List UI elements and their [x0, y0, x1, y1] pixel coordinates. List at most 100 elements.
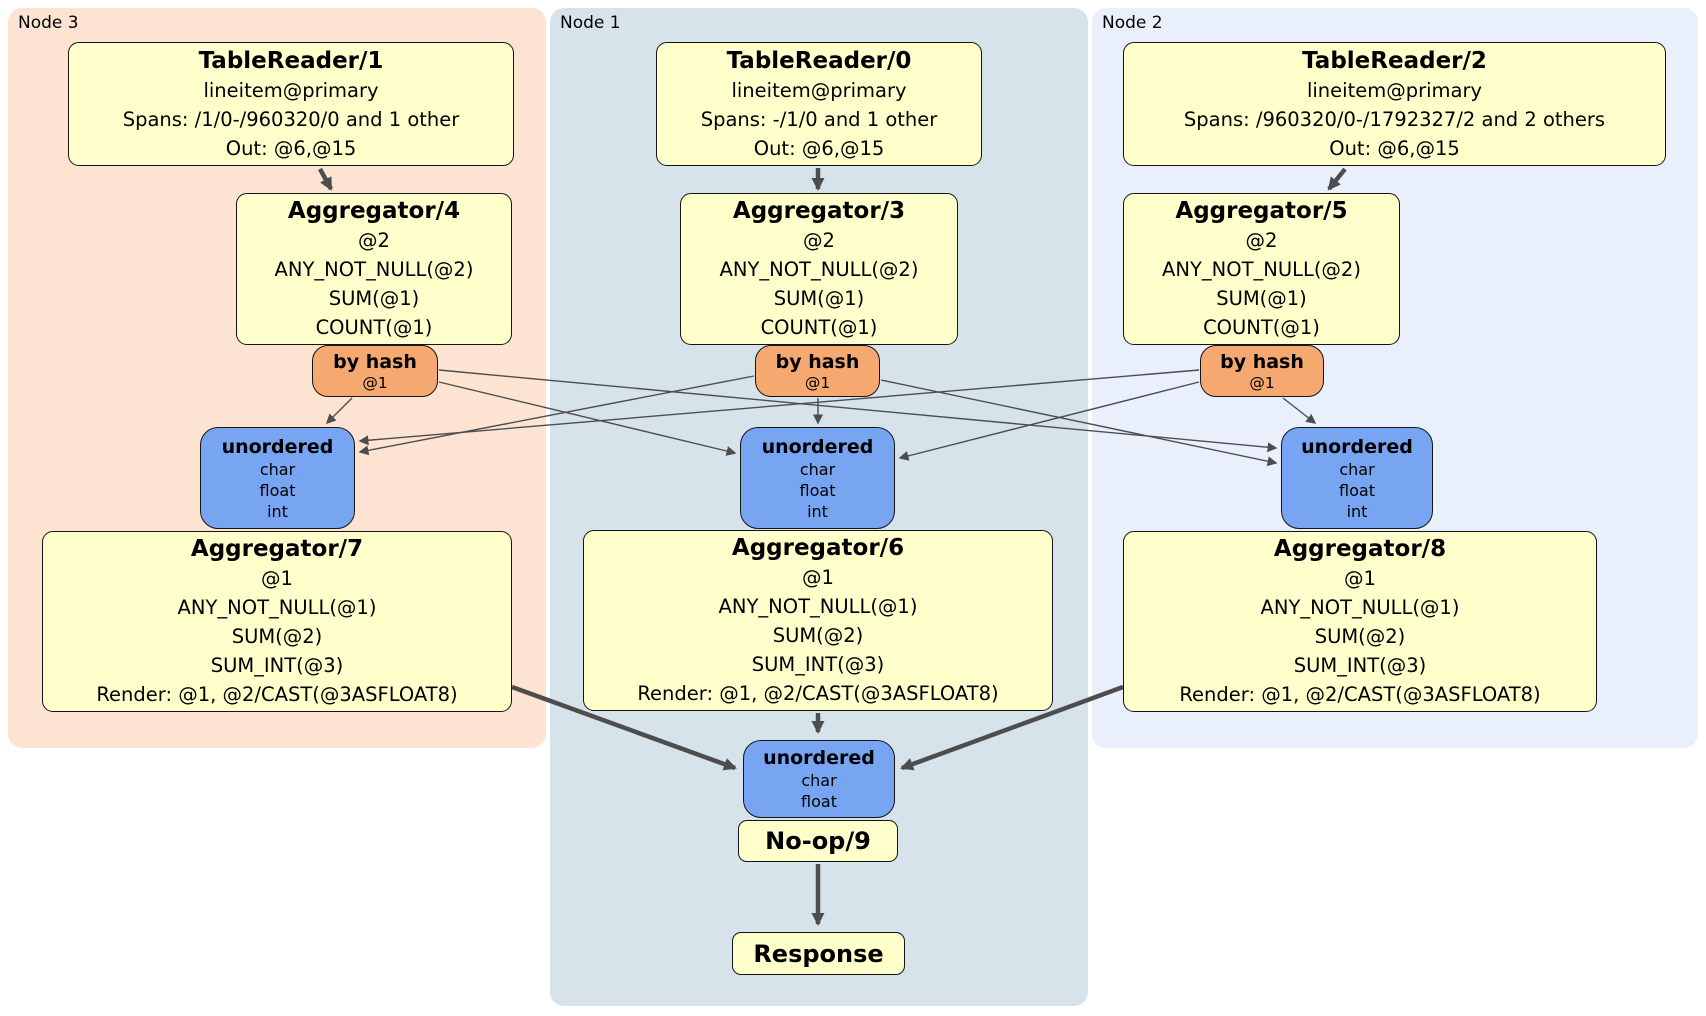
box-line: SUM(@1): [1216, 287, 1307, 310]
unordered-sync-node2: unordered char float int: [1281, 427, 1433, 529]
box-line: @2: [1245, 229, 1278, 252]
noop-box: No-op/9: [738, 820, 898, 862]
box-line: char: [801, 771, 837, 790]
hash-router-title: by hash: [775, 350, 860, 373]
hash-router-title: by hash: [1220, 350, 1304, 373]
aggregator-7-box: Aggregator/7 @1 ANY_NOT_NULL(@1) SUM(@2)…: [42, 531, 512, 712]
box-line: lineitem@primary: [1306, 78, 1483, 102]
box-line: float: [1339, 480, 1375, 500]
table-reader-1-title: TableReader/1: [198, 47, 384, 74]
unordered-sync-node3: unordered char float int: [200, 427, 355, 529]
edge-agg7-finalsync: [511, 684, 737, 771]
aggregator-6-box: Aggregator/6 @1 ANY_NOT_NULL(@1) SUM(@2)…: [583, 530, 1053, 711]
box-line: @1: [362, 373, 388, 392]
aggregator-5-title: Aggregator/5: [1175, 198, 1348, 224]
unordered-sync-title: unordered: [221, 435, 334, 458]
box-line: lineitem@primary: [731, 78, 907, 102]
node-group-2-label: Node 2: [1102, 13, 1163, 33]
unordered-sync-title: unordered: [1301, 435, 1413, 458]
unordered-sync-title: unordered: [761, 435, 874, 458]
edge-agg8-finalsync: [900, 684, 1124, 771]
aggregator-5-box: Aggregator/5 @2 ANY_NOT_NULL(@2) SUM(@1)…: [1123, 193, 1400, 345]
box-line: COUNT(@1): [315, 316, 433, 339]
node-group-1-label: Node 1: [560, 13, 621, 33]
box-line: ANY_NOT_NULL(@2): [1162, 258, 1361, 281]
box-line: COUNT(@1): [1203, 316, 1320, 339]
box-line: char: [259, 459, 296, 479]
box-line: char: [799, 459, 836, 479]
aggregator-4-box: Aggregator/4 @2 ANY_NOT_NULL(@2) SUM(@1)…: [236, 193, 512, 345]
box-line: Spans: /1/0-/960320/0 and 1 other: [122, 107, 460, 131]
hash-router-node3: by hash @1: [312, 345, 438, 397]
edge-tr1-agg4: [318, 167, 333, 191]
response-box: Response: [732, 932, 905, 975]
table-reader-0-box: TableReader/0 lineitem@primary Spans: -/…: [656, 42, 982, 166]
box-line: @1: [261, 567, 293, 590]
table-reader-1-box: TableReader/1 lineitem@primary Spans: /1…: [68, 42, 514, 166]
box-line: @1: [1344, 567, 1376, 590]
aggregator-3-box: Aggregator/3 @2 ANY_NOT_NULL(@2) SUM(@1)…: [680, 193, 958, 345]
box-line: Render: @1, @2/CAST(@3ASFLOAT8): [637, 682, 999, 705]
edge-hash3-sync1: [438, 381, 737, 456]
box-line: @2: [358, 229, 390, 252]
aggregator-3-title: Aggregator/3: [732, 198, 906, 224]
box-line: SUM_INT(@3): [1293, 654, 1427, 677]
aggregator-8-title: Aggregator/8: [1273, 536, 1447, 562]
box-line: SUM(@2): [1314, 625, 1406, 648]
box-line: SUM_INT(@3): [751, 653, 885, 676]
unordered-sync-node1: unordered char float int: [740, 427, 895, 529]
box-line: Spans: -/1/0 and 1 other: [700, 107, 938, 131]
table-reader-2-title: TableReader/2: [1302, 47, 1487, 74]
box-line: Render: @1, @2/CAST(@3ASFLOAT8): [1179, 683, 1541, 706]
box-line: @2: [803, 229, 835, 252]
box-line: ANY_NOT_NULL(@1): [718, 595, 918, 618]
unordered-sync-title: unordered: [763, 747, 875, 769]
box-line: SUM(@2): [231, 625, 323, 648]
node-group-3-label: Node 3: [18, 13, 79, 33]
box-line: Out: @6,@15: [753, 136, 885, 160]
aggregator-6-title: Aggregator/6: [731, 535, 905, 561]
box-line: COUNT(@1): [760, 316, 878, 339]
box-line: @1: [802, 566, 834, 589]
box-line: @1: [804, 373, 831, 392]
box-line: Spans: /960320/0-/1792327/2 and 2 others: [1183, 107, 1606, 131]
box-line: int: [267, 501, 288, 521]
hash-router-node2: by hash @1: [1200, 345, 1324, 397]
box-line: lineitem@primary: [203, 78, 379, 102]
box-line: ANY_NOT_NULL(@1): [1260, 596, 1460, 619]
box-line: @1: [1249, 373, 1275, 392]
noop-title: No-op/9: [765, 827, 871, 855]
hash-router-node1: by hash @1: [755, 345, 880, 397]
box-line: SUM_INT(@3): [210, 654, 344, 677]
box-line: Out: @6,@15: [225, 136, 357, 160]
box-line: ANY_NOT_NULL(@2): [719, 258, 919, 281]
box-line: float: [259, 480, 296, 500]
box-line: Render: @1, @2/CAST(@3ASFLOAT8): [96, 683, 458, 706]
final-unordered-sync: unordered char float: [743, 740, 895, 818]
box-line: SUM(@1): [773, 287, 865, 310]
edge-hash1-sync2: [880, 379, 1278, 467]
table-reader-0-title: TableReader/0: [726, 47, 912, 74]
box-line: SUM(@2): [772, 624, 864, 647]
box-line: float: [799, 480, 836, 500]
aggregator-8-box: Aggregator/8 @1 ANY_NOT_NULL(@1) SUM(@2)…: [1123, 531, 1597, 712]
box-line: float: [801, 792, 837, 811]
aggregator-4-title: Aggregator/4: [287, 198, 461, 224]
edge-tr2-agg5: [1327, 167, 1347, 191]
box-line: ANY_NOT_NULL(@2): [274, 258, 474, 281]
edge-hash2-sync2: [1282, 397, 1317, 424]
edge-hash3-sync2: [438, 369, 1278, 453]
edge-hash3-sync3: [325, 397, 353, 425]
box-line: char: [1339, 459, 1375, 479]
table-reader-2-box: TableReader/2 lineitem@primary Spans: /9…: [1123, 42, 1666, 166]
aggregator-7-title: Aggregator/7: [190, 536, 364, 562]
response-title: Response: [753, 939, 884, 968]
box-line: int: [807, 501, 828, 521]
box-line: int: [1346, 501, 1368, 521]
edge-hash1-sync3: [358, 375, 755, 456]
edge-hash2-sync3: [358, 369, 1200, 446]
hash-router-title: by hash: [333, 350, 417, 373]
edge-hash2-sync1: [898, 381, 1200, 461]
